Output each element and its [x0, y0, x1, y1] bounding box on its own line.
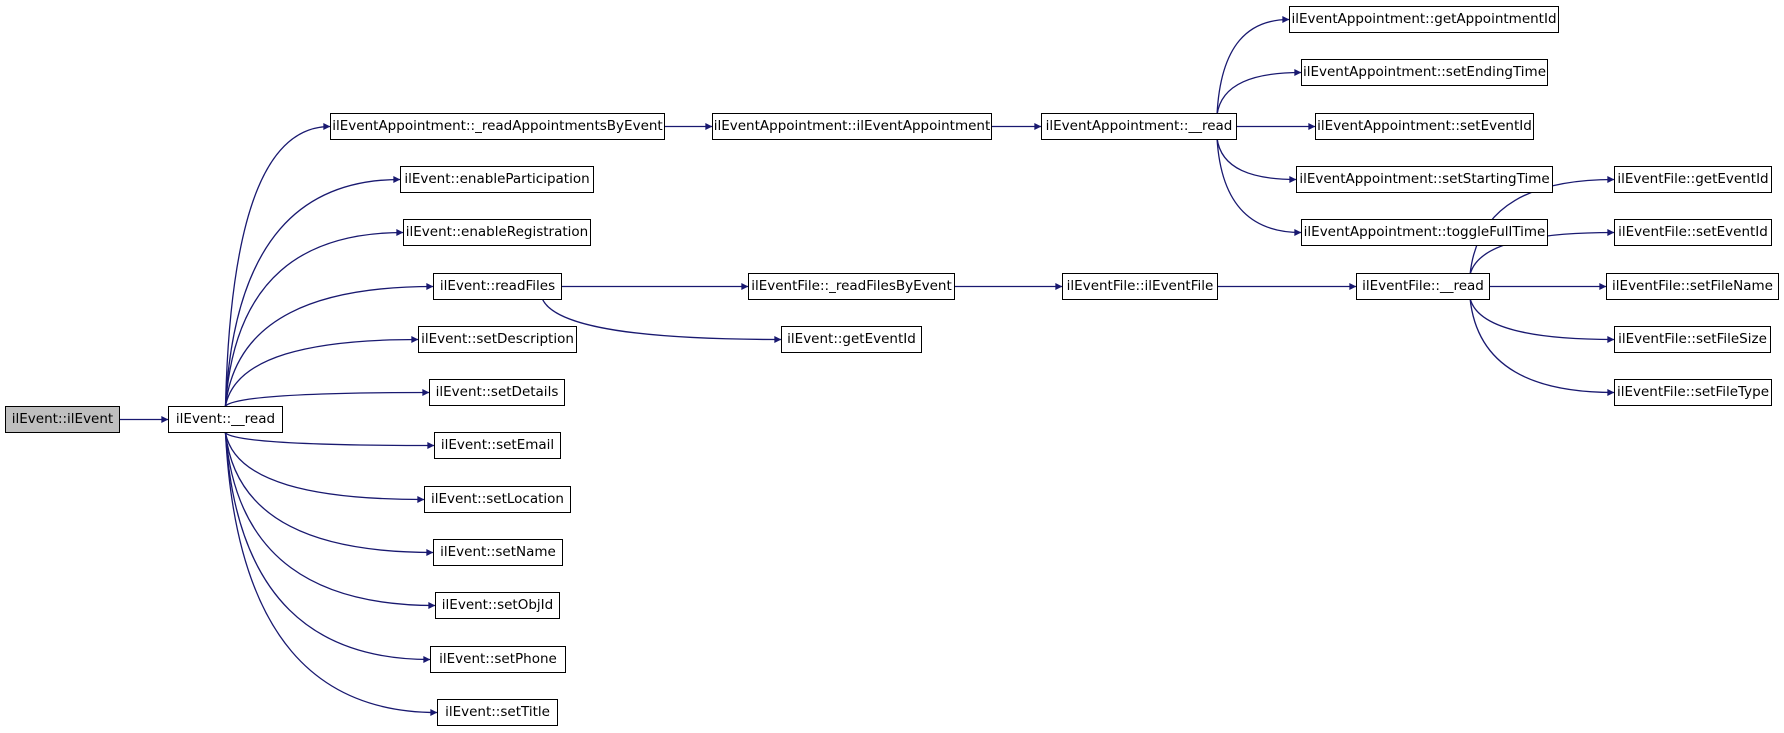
edge-n_file_read-to-n_setfiletype	[1469, 297, 1615, 396]
node-appointment-set-event-id[interactable]: ilEventAppointment::setEventId	[1315, 113, 1534, 140]
node-set-file-size[interactable]: ilEventFile::setFileSize	[1614, 326, 1771, 353]
edge-n_read-to-n_setemail	[225, 432, 435, 449]
node-set-title[interactable]: ilEvent::setTitle	[437, 699, 558, 726]
node-enable-participation[interactable]: ilEvent::enableParticipation	[400, 166, 594, 193]
edge-n_file_read-to-n_file_geteventid	[1469, 176, 1615, 276]
node-toggle-full-time[interactable]: ilEventAppointment::toggleFullTime	[1301, 219, 1548, 246]
edge-n_read-to-n_setobjid	[224, 432, 436, 609]
node-set-email[interactable]: ilEvent::setEmail	[434, 432, 561, 459]
edge-n_file_read-to-n_setfilesize	[1469, 297, 1615, 343]
edge-n_read-to-n_setdetails	[225, 389, 430, 407]
edge-n_read-to-n_setphone	[224, 432, 431, 663]
node-ilevent-ilevent: ilEvent::ilEvent	[5, 406, 120, 433]
node-set-starting-time[interactable]: ilEventAppointment::setStartingTime	[1296, 166, 1553, 193]
edge-n_read-to-n_setname	[224, 432, 434, 556]
node-set-details[interactable]: ilEvent::setDetails	[429, 379, 565, 406]
node-set-ending-time[interactable]: ilEventAppointment::setEndingTime	[1301, 59, 1548, 86]
node-eventfile-constructor[interactable]: ilEventFile::ilEventFile	[1062, 273, 1218, 300]
node-enable-registration[interactable]: ilEvent::enableRegistration	[403, 219, 591, 246]
edge-n_read-to-n_readappt	[224, 123, 331, 407]
node-read-files[interactable]: ilEvent::readFiles	[433, 273, 562, 300]
node-set-file-type[interactable]: ilEventFile::setFileType	[1614, 379, 1772, 406]
edge-n_read-to-n_settitle	[224, 432, 438, 716]
node-ilevent-read[interactable]: ilEvent::__read	[168, 406, 283, 433]
edge-n_read-to-n_enablereg	[224, 229, 404, 407]
node-eventfile-read[interactable]: ilEventFile::__read	[1356, 273, 1490, 300]
edge-n_readfiles-to-n_ev_geteventid	[541, 297, 782, 343]
node-file-get-event-id[interactable]: ilEventFile::getEventId	[1614, 166, 1772, 193]
node-set-location[interactable]: ilEvent::setLocation	[424, 486, 571, 513]
edge-n_read-to-n_setdescription	[224, 336, 419, 407]
edge-n_appt_read-to-n_setending	[1216, 69, 1302, 116]
node-set-obj-id[interactable]: ilEvent::setObjId	[435, 592, 560, 619]
node-read-files-by-event[interactable]: ilEventFile::_readFilesByEvent	[748, 273, 955, 300]
node-set-description[interactable]: ilEvent::setDescription	[418, 326, 577, 353]
node-event-get-event-id[interactable]: ilEvent::getEventId	[781, 326, 922, 353]
edge-n_appt_read-to-n_setstarting	[1216, 137, 1297, 183]
edge-n_appt_read-to-n_getapptid	[1216, 16, 1290, 116]
edge-n_read-to-n_enablepart	[224, 176, 401, 407]
edge-n_appt_read-to-n_togglefull	[1216, 137, 1302, 236]
node-readappointmentsbyevent[interactable]: ilEventAppointment::_readAppointmentsByE…	[330, 113, 665, 140]
edge-n_read-to-n_readfiles	[224, 283, 434, 407]
node-set-phone[interactable]: ilEvent::setPhone	[430, 646, 566, 673]
node-file-set-event-id[interactable]: ilEventFile::setEventId	[1614, 219, 1772, 246]
node-set-file-name[interactable]: ilEventFile::setFileName	[1606, 273, 1779, 300]
node-set-name[interactable]: ilEvent::setName	[433, 539, 563, 566]
node-eventappointment-constructor[interactable]: ilEventAppointment::ilEventAppointment	[712, 113, 992, 140]
edge-n_read-to-n_setlocation	[224, 432, 425, 503]
node-get-appointment-id[interactable]: ilEventAppointment::getAppointmentId	[1289, 6, 1559, 33]
node-eventappointment-read[interactable]: ilEventAppointment::__read	[1041, 113, 1237, 140]
